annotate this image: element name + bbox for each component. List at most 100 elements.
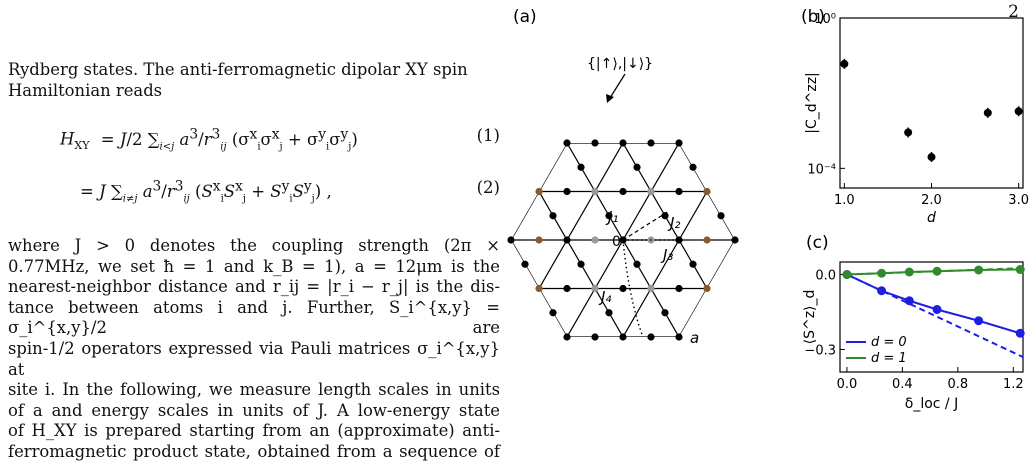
lattice-site xyxy=(591,333,599,341)
legend-label: d = 1 xyxy=(871,351,907,366)
lattice-site xyxy=(563,187,571,196)
data-point xyxy=(904,128,913,137)
eq-lhs: H xyxy=(60,129,75,149)
eq2-body: = J ∑i≠j a3/r3ij (SxiSxj + SyiSyj) , xyxy=(80,178,332,204)
lattice-site xyxy=(549,212,557,220)
lattice-site xyxy=(563,139,571,147)
lattice-site xyxy=(675,236,683,244)
x-tick-label: 0.8 xyxy=(947,377,968,392)
lattice-site xyxy=(535,284,543,293)
lattice-site xyxy=(731,236,739,244)
series-point xyxy=(877,268,887,278)
paragraph-line: nearest-neighbor distance and r_ij = |r_… xyxy=(8,277,500,297)
series-point xyxy=(1015,265,1025,274)
panel-a-label: (a) xyxy=(513,7,537,27)
lattice-site xyxy=(591,236,599,244)
eq-number: (2) xyxy=(476,178,500,197)
data-point xyxy=(927,153,936,162)
series-point xyxy=(932,266,942,276)
series-point xyxy=(842,270,852,279)
lattice-site xyxy=(661,309,669,317)
series-point xyxy=(904,267,914,277)
lattice-site xyxy=(619,187,627,196)
lattice-site xyxy=(717,212,725,220)
lattice-site xyxy=(675,284,683,293)
lattice-site xyxy=(647,139,655,147)
series-point xyxy=(904,296,914,306)
eq-lhs-sub: XY xyxy=(74,138,90,152)
lattice-site xyxy=(675,139,683,147)
lattice-site xyxy=(675,333,683,341)
paragraph-line: spin-1/2 operators expressed via Pauli m… xyxy=(8,338,500,379)
site-zero-label: 0 xyxy=(612,234,621,250)
series-point xyxy=(974,316,984,326)
paragraph-line: ferromagnetic product state, obtained fr… xyxy=(8,441,500,461)
y-axis-label: |C_d^zz| xyxy=(804,72,820,134)
bond-label-j3: J₃ xyxy=(660,246,673,264)
x-axis-label: δ_loc / J xyxy=(905,396,958,412)
y-axis-label: ⟨S^z⟩_d xyxy=(802,290,818,345)
lattice-site xyxy=(591,284,599,293)
paragraph-line: Hamiltonian reads xyxy=(8,80,163,100)
x-tick-label: 2.0 xyxy=(921,193,942,208)
x-tick-label: 0.4 xyxy=(892,377,913,392)
state-annotation: {|↑⟩,|↓⟩} xyxy=(587,56,653,72)
paragraph-line: of a and energy scales in units of J. A … xyxy=(8,400,500,420)
equation-2: = J ∑i≠j a3/r3ij (SxiSxj + SyiSyj) , (2) xyxy=(60,178,500,204)
series-line xyxy=(846,273,1021,335)
legend-label: d = 0 xyxy=(871,335,907,350)
paragraph-line: 0.77MHz, we set ħ = 1 and k_B = 1), a = … xyxy=(8,256,500,276)
edge-label-a: a xyxy=(690,329,699,347)
kagome-lattice xyxy=(507,139,739,341)
bond-label-j1: J₁ xyxy=(605,208,618,226)
lattice-site xyxy=(563,284,571,293)
lattice-site xyxy=(521,260,529,268)
data-point xyxy=(1014,107,1023,116)
lattice-site xyxy=(605,212,613,220)
lattice-site xyxy=(703,236,711,244)
lattice-site xyxy=(689,163,697,171)
lattice-site xyxy=(633,163,641,171)
y-tick-label: 10⁻⁴ xyxy=(807,162,836,177)
lattice-site xyxy=(703,187,711,196)
page-number: 2 xyxy=(1008,2,1019,22)
lattice-site xyxy=(563,333,571,341)
text-column: Rydberg states. The anti-ferromagnetic d… xyxy=(8,60,500,101)
lattice-site xyxy=(507,236,515,244)
lattice-site xyxy=(535,187,543,196)
equation-1: HXY = J/2 ∑i<j a3/r3ij (σxiσxj + σyiσyj)… xyxy=(60,126,500,152)
lattice-site xyxy=(605,309,613,317)
series-point xyxy=(974,265,984,275)
eq1-body: = J/2 ∑i<j a3/r3ij (σxiσxj + σyiσyj) xyxy=(100,126,358,152)
lattice-site xyxy=(619,139,627,147)
series-point xyxy=(932,305,942,314)
data-point xyxy=(983,108,992,117)
lattice-site xyxy=(535,236,543,244)
bond-label-j4: J₄ xyxy=(598,288,611,306)
plot-frame xyxy=(839,261,1024,373)
x-tick-label: 1.0 xyxy=(834,193,855,208)
y-tick-label: −0.3 xyxy=(804,344,836,359)
lattice-site xyxy=(563,236,571,244)
series-line xyxy=(846,268,1021,276)
lattice-lines xyxy=(511,143,735,337)
lattice-site xyxy=(661,212,669,220)
y-tick-label: 0.0 xyxy=(815,269,836,284)
panel-b-label: (b) xyxy=(801,7,825,27)
bond-j2-indicator xyxy=(622,211,668,241)
lattice-site xyxy=(647,333,655,341)
x-axis-label: d xyxy=(927,210,936,226)
y-tick-label: 10⁰ xyxy=(814,12,836,27)
lattice-site xyxy=(591,187,599,196)
annotation-arrow xyxy=(609,73,626,99)
plot-frame xyxy=(839,17,1024,189)
lattice-site xyxy=(675,187,683,196)
lattice-site xyxy=(703,284,711,293)
data-point xyxy=(840,59,849,68)
lattice-bond xyxy=(511,143,640,337)
lattice-site xyxy=(647,187,655,196)
paragraph-line: where J > 0 denotes the coupling strengt… xyxy=(8,236,500,255)
